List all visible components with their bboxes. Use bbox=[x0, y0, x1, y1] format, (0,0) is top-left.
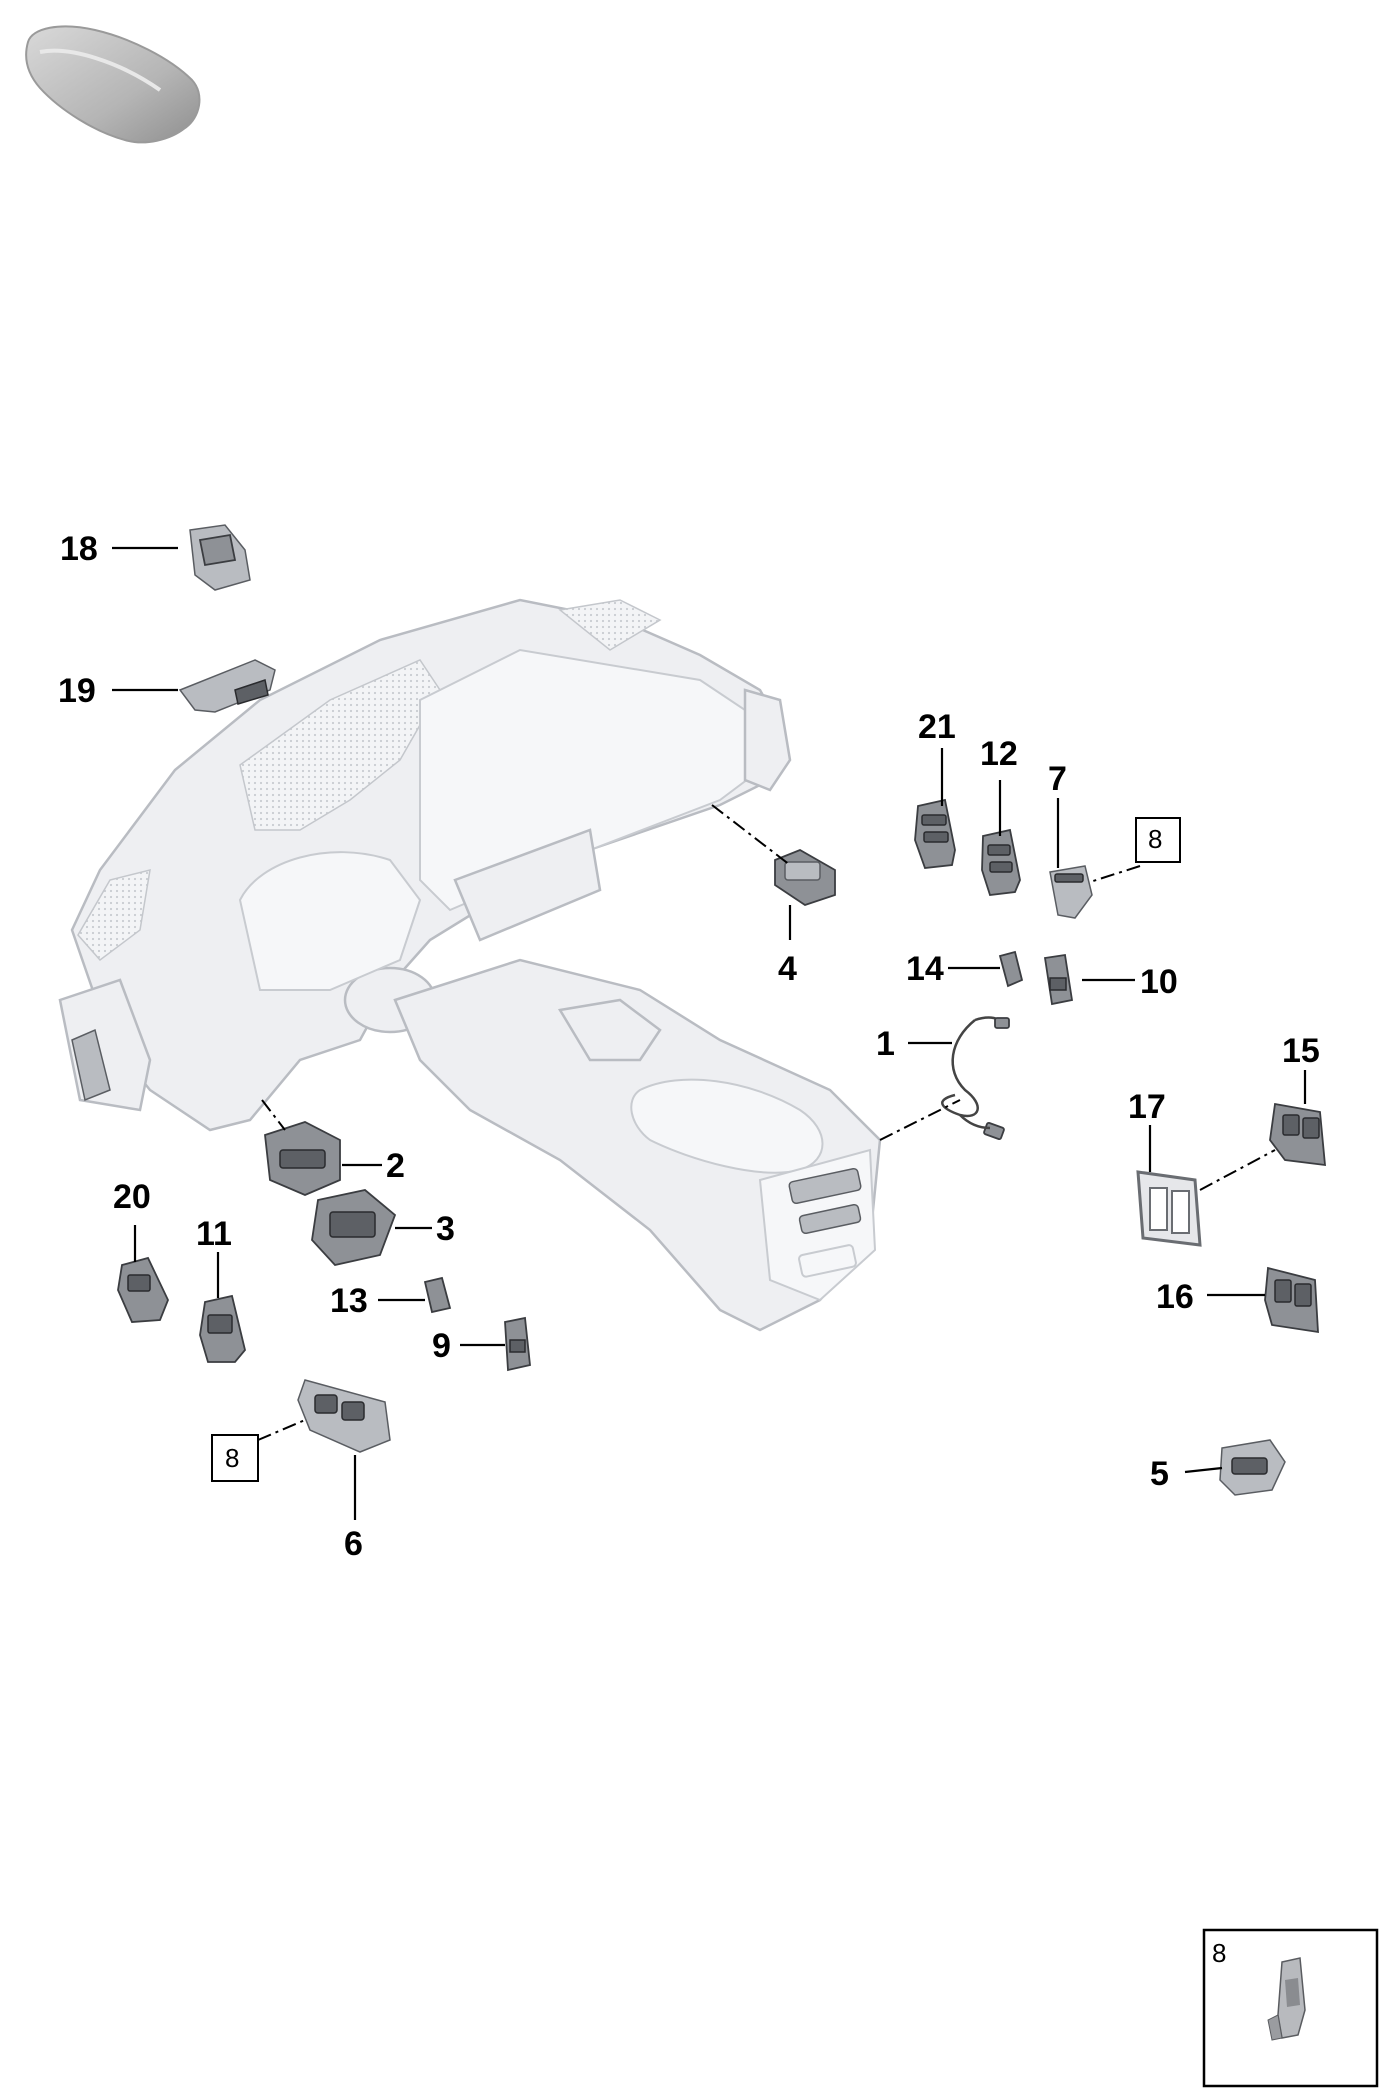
callout-15[interactable]: 15 bbox=[1282, 1032, 1320, 1070]
callout-labels: 18 19 21 12 7 4 14 10 1 15 17 16 5 2 3 2… bbox=[58, 530, 1320, 1563]
callout-11[interactable]: 11 bbox=[196, 1215, 232, 1253]
part-5[interactable] bbox=[1219, 1439, 1286, 1496]
clip-part-icon[interactable] bbox=[1267, 1957, 1306, 2041]
part-3[interactable] bbox=[311, 1189, 397, 1266]
callout-9[interactable]: 9 bbox=[432, 1327, 451, 1365]
inset-label: 8 bbox=[1212, 1938, 1226, 1968]
callout-3[interactable]: 3 bbox=[436, 1210, 455, 1248]
boxed-ref-left[interactable]: 8 bbox=[211, 1434, 259, 1482]
callout-16[interactable]: 16 bbox=[1156, 1278, 1194, 1316]
part-15[interactable] bbox=[1269, 1102, 1327, 1167]
part-18[interactable] bbox=[189, 524, 251, 591]
part-6[interactable] bbox=[297, 1379, 391, 1453]
callout-17[interactable]: 17 bbox=[1128, 1088, 1166, 1126]
part-16[interactable] bbox=[1264, 1266, 1319, 1334]
callout-6[interactable]: 6 bbox=[344, 1525, 363, 1563]
callout-14[interactable]: 14 bbox=[906, 950, 944, 988]
dashboard-assembly bbox=[58, 598, 792, 1132]
callout-13[interactable]: 13 bbox=[330, 1282, 368, 1320]
callout-10[interactable]: 10 bbox=[1140, 963, 1178, 1001]
callout-21[interactable]: 21 bbox=[918, 708, 956, 746]
svg-text:8: 8 bbox=[225, 1443, 239, 1473]
boxed-ref-right[interactable]: 8 bbox=[1135, 817, 1181, 863]
part-9[interactable] bbox=[504, 1316, 531, 1372]
callout-19[interactable]: 19 bbox=[58, 672, 96, 710]
part-17[interactable] bbox=[1136, 1170, 1202, 1247]
callout-2[interactable]: 2 bbox=[386, 1147, 405, 1185]
callout-18[interactable]: 18 bbox=[60, 530, 98, 568]
callout-5[interactable]: 5 bbox=[1150, 1455, 1169, 1493]
part-13[interactable] bbox=[423, 1276, 452, 1314]
center-console-assembly bbox=[393, 958, 882, 1332]
callout-4[interactable]: 4 bbox=[778, 950, 797, 988]
leader-lines bbox=[112, 546, 1307, 1520]
part-21[interactable] bbox=[914, 798, 956, 869]
part-12[interactable] bbox=[981, 828, 1021, 896]
part-1[interactable] bbox=[941, 1016, 1010, 1141]
callout-12[interactable]: 12 bbox=[980, 735, 1018, 773]
part-11[interactable] bbox=[199, 1294, 246, 1363]
svg-text:8: 8 bbox=[1148, 824, 1162, 854]
part-10[interactable] bbox=[1043, 953, 1074, 1006]
car-thumbnail-icon[interactable] bbox=[25, 25, 201, 144]
part-4[interactable] bbox=[774, 849, 836, 906]
part-20[interactable] bbox=[117, 1256, 169, 1323]
callout-7[interactable]: 7 bbox=[1048, 760, 1067, 798]
inset-detail-box: 8 bbox=[1202, 1928, 1379, 2088]
part-14[interactable] bbox=[998, 950, 1024, 988]
part-2[interactable] bbox=[264, 1121, 341, 1196]
callout-20[interactable]: 20 bbox=[113, 1178, 151, 1216]
part-7[interactable] bbox=[1049, 865, 1093, 919]
callout-1[interactable]: 1 bbox=[876, 1025, 895, 1063]
part-19[interactable] bbox=[178, 659, 276, 713]
